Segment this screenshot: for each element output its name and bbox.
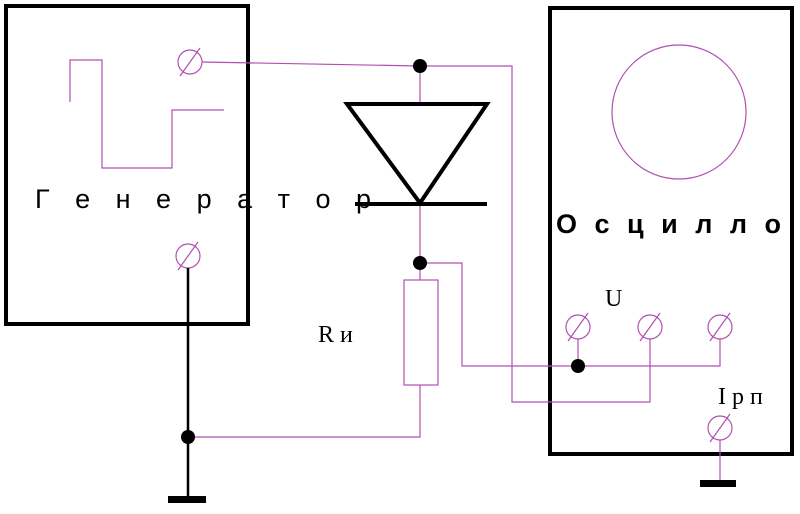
junction-middle (413, 256, 427, 270)
oscilloscope-terminal-ground (707, 413, 733, 443)
wires (187, 61, 721, 480)
oscilloscope-screen (611, 44, 747, 180)
wire-u-input (420, 262, 578, 367)
oscilloscope-box (548, 6, 794, 456)
wire-right-terminal (578, 339, 721, 367)
ground-symbol-right (700, 480, 736, 487)
diode-triangle (343, 102, 491, 207)
generator-terminal-top (177, 47, 203, 77)
current-input-label: I р п (718, 384, 763, 410)
square-wave-symbol (69, 59, 224, 169)
generator-label: Г е н е р а т о р (35, 184, 380, 214)
generator-box (4, 4, 250, 326)
junction-top (413, 59, 427, 73)
resistor-label: R и (318, 322, 353, 348)
ground-symbol-left (168, 496, 206, 503)
resistor (403, 279, 439, 386)
junction-ground (181, 430, 195, 444)
oscilloscope-terminal-u (565, 312, 591, 342)
oscilloscope-label: О с ц и л л о г р а ф (556, 209, 800, 239)
wire-resistor-ground (188, 385, 421, 438)
wire-top (201, 61, 651, 403)
generator-terminal-bottom (175, 241, 201, 271)
oscilloscope-terminal-right (707, 312, 733, 342)
voltage-input-label: U (605, 286, 622, 312)
oscilloscope-terminal-middle (637, 312, 663, 342)
junction-u (571, 359, 585, 373)
